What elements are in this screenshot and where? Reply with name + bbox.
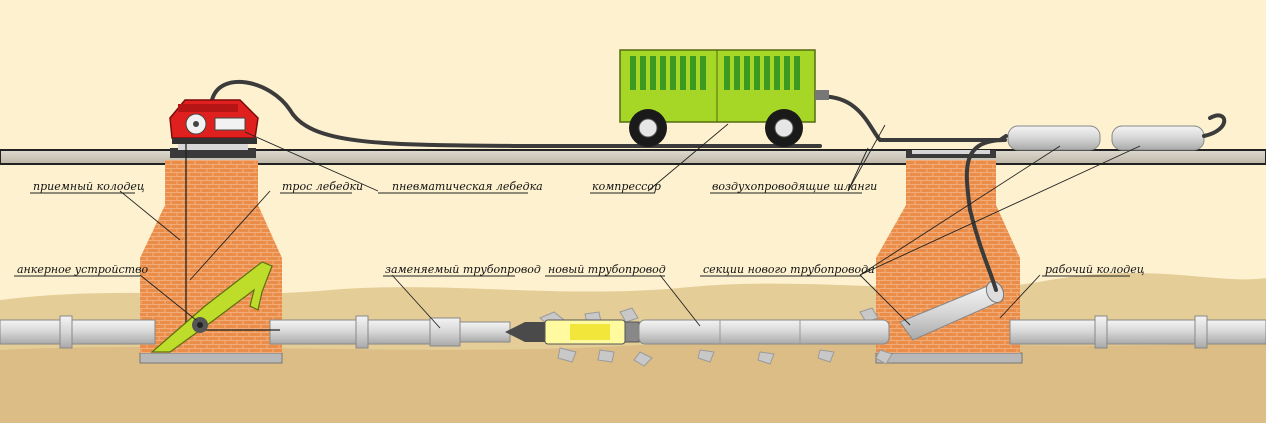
new-pipeline-sections-surface <box>1007 125 1205 151</box>
working-well <box>875 150 1023 364</box>
new-pipeline-section-inclined <box>899 280 1005 341</box>
new-pipeline <box>638 319 890 345</box>
label-winch-cable: трос лебедки <box>282 180 364 193</box>
compressor-trailer-icon <box>619 49 829 147</box>
label-new-pipeline-sections: секции нового трубопровода <box>703 263 875 276</box>
pneumatic-winch-icon <box>169 99 259 144</box>
label-replaced-pipeline: заменяемый трубопровод <box>385 263 541 276</box>
label-new-pipeline: новый трубопровод <box>548 263 666 276</box>
existing-pipe-right <box>1009 315 1266 349</box>
anchor-device-icon <box>150 261 273 353</box>
label-receiving-well: приемный колодец <box>33 180 145 193</box>
replaced-pipeline <box>429 317 511 347</box>
label-air-hoses: воздухопроводящие шланги <box>712 180 878 193</box>
pneumatic-mole-icon <box>505 319 640 345</box>
label-working-well: рабочий колодец <box>1045 263 1145 276</box>
label-anchor-device: анкерное устройство <box>17 263 149 276</box>
label-pneumatic-winch: пневматическая лебедка <box>392 180 543 193</box>
air-hoses <box>210 80 1227 292</box>
existing-pipe-left <box>0 315 431 349</box>
leader-lines <box>119 123 1141 329</box>
label-compressor: компрессор <box>592 180 661 193</box>
